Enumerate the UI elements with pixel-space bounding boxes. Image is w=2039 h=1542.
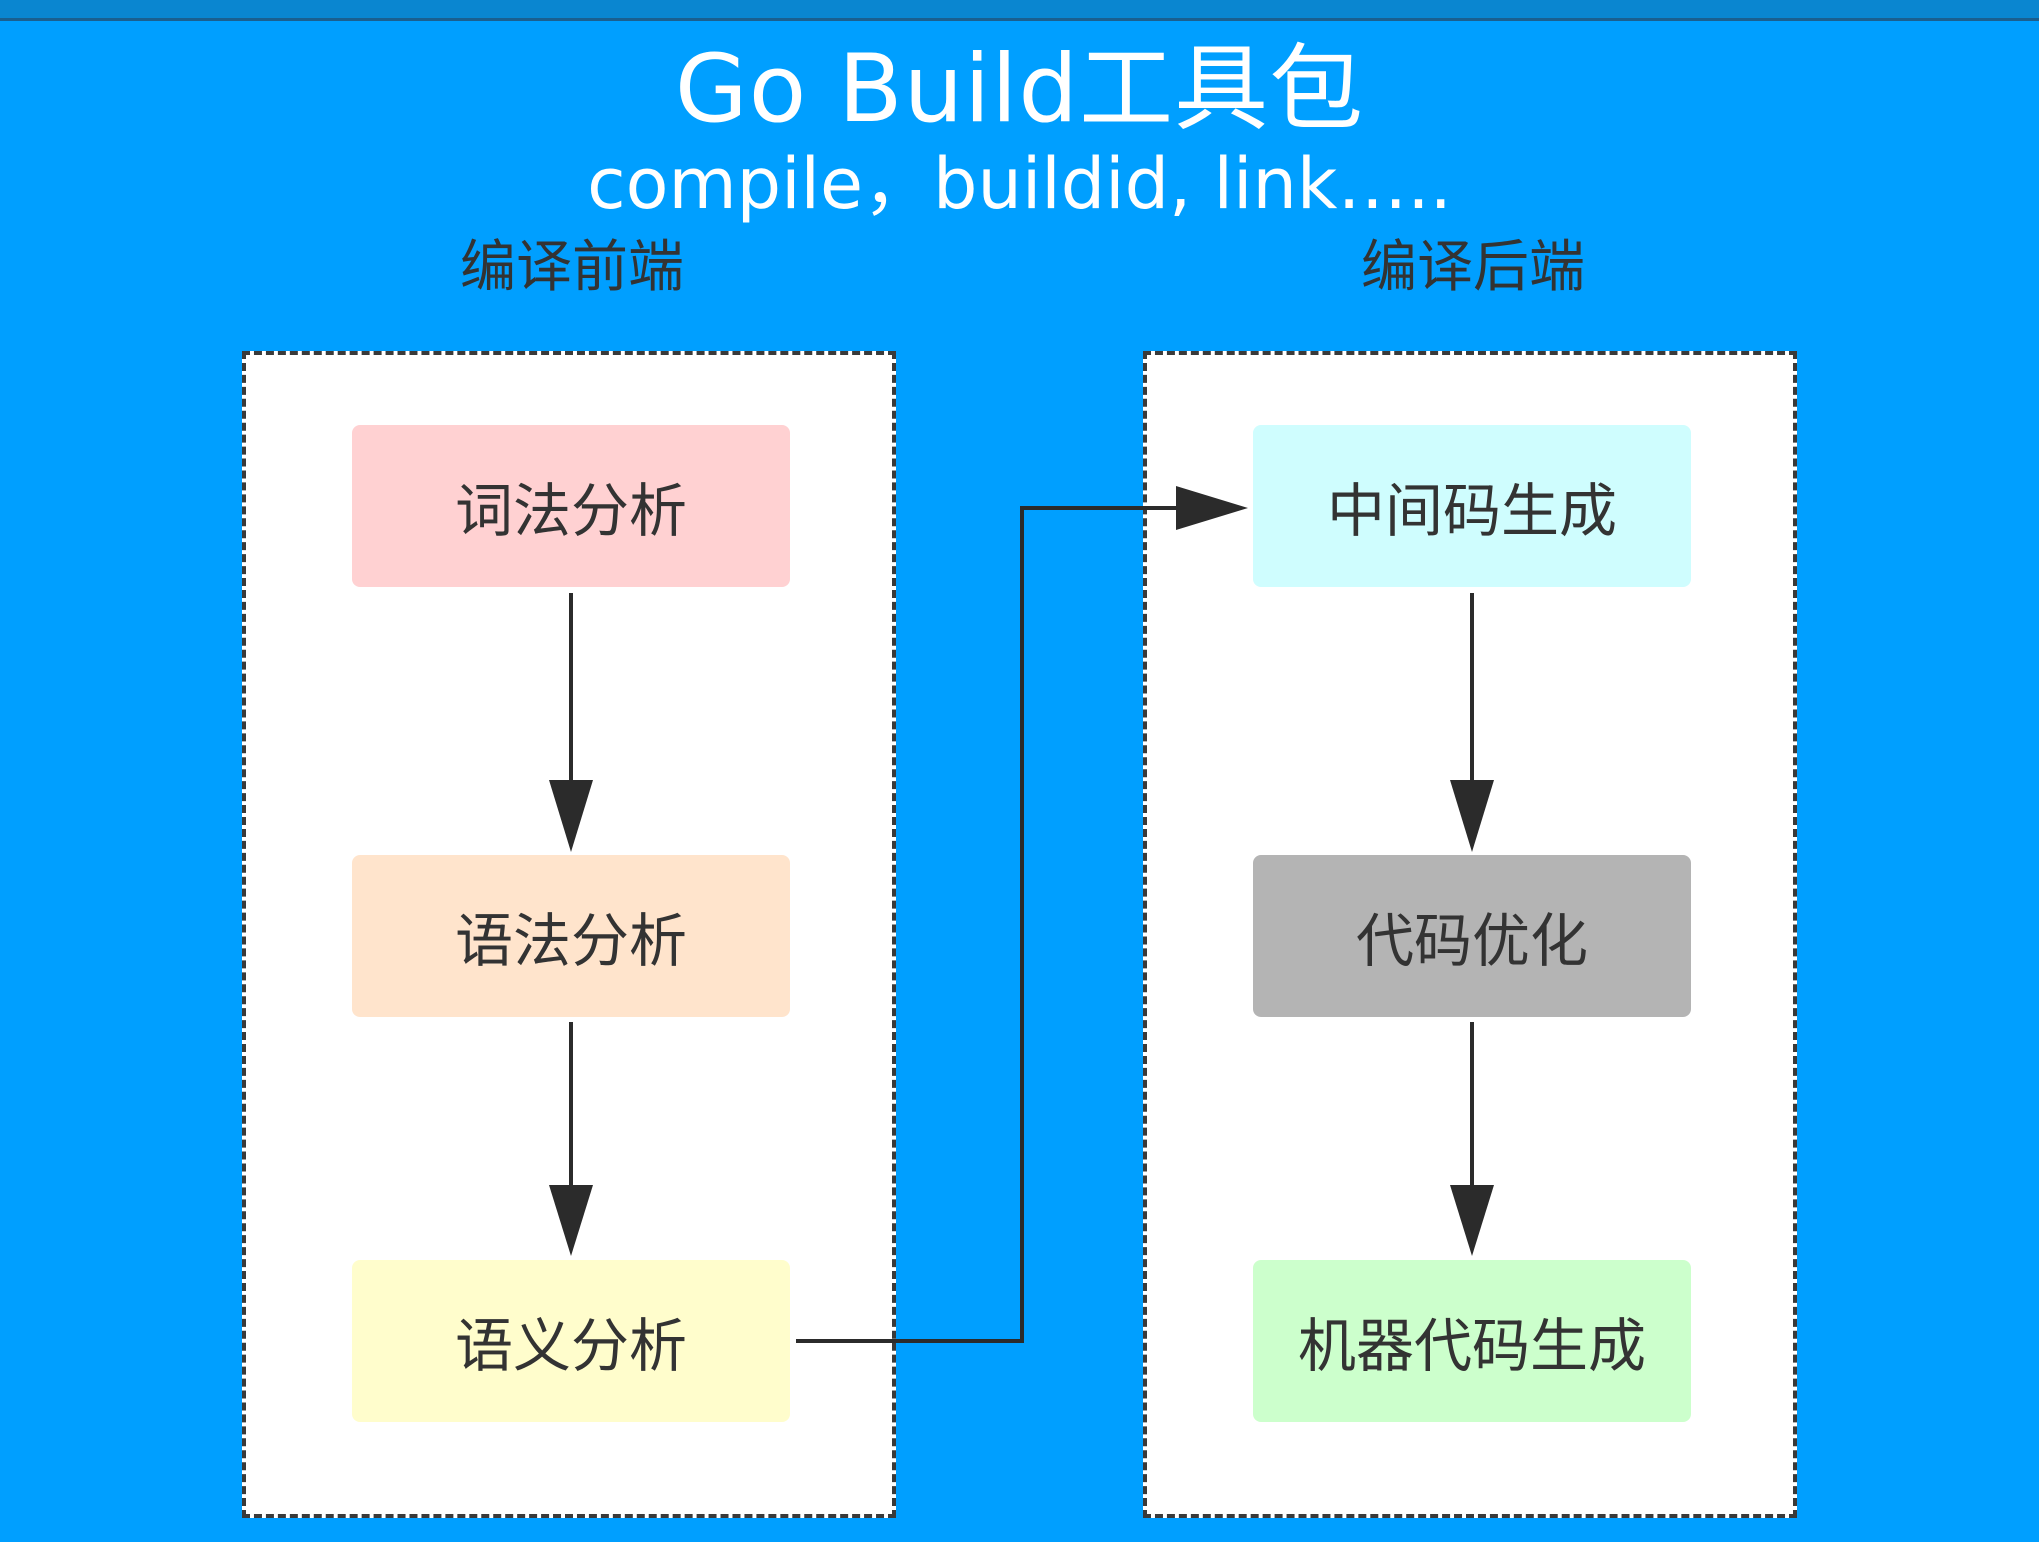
node-machine-code-generation: 机器代码生成: [1253, 1260, 1691, 1422]
node-semantic-analysis: 语义分析: [352, 1260, 790, 1422]
diagram-subtitle: compile，buildid, link…..: [587, 143, 1452, 225]
node-code-optimization: 代码优化: [1253, 855, 1691, 1017]
node-ir-generation: 中间码生成: [1253, 425, 1691, 587]
diagram-title: Go Build工具包: [674, 35, 1365, 144]
node-lexical-analysis: 词法分析: [352, 425, 790, 587]
top-strip: [0, 0, 2039, 21]
backend-label: 编译后端: [1361, 235, 1585, 300]
frontend-label: 编译前端: [460, 235, 684, 300]
node-syntax-analysis: 语法分析: [352, 855, 790, 1017]
